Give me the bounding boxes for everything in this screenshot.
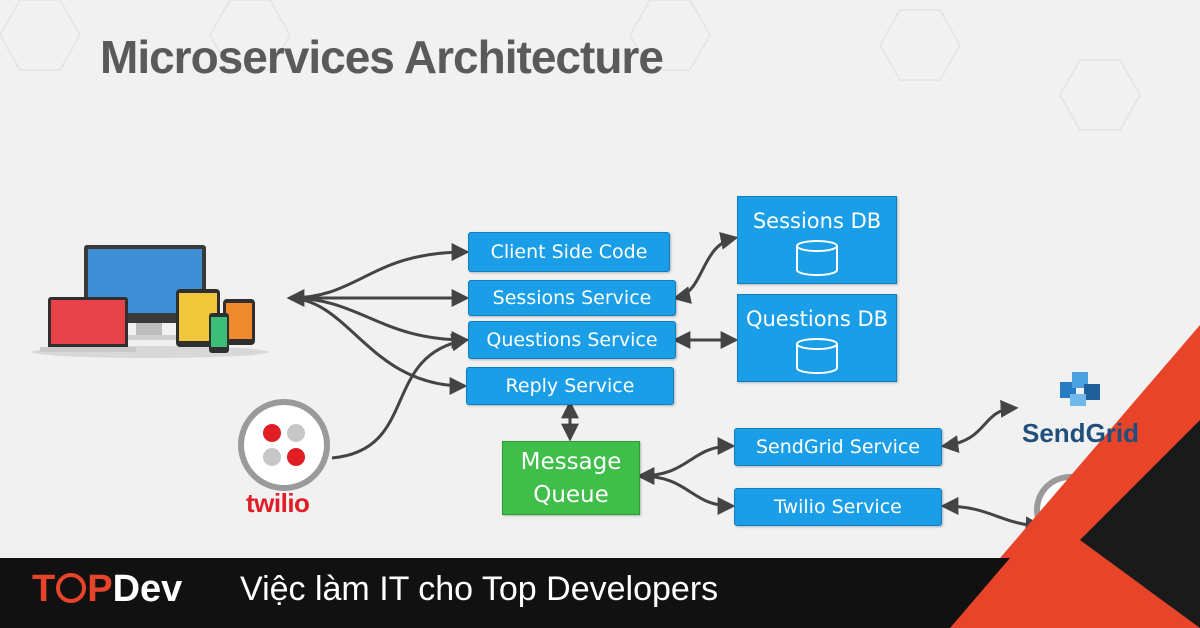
footer-tagline: Việc làm IT cho Top Developers: [240, 570, 719, 608]
sendgrid-logo-icon: [1060, 372, 1100, 406]
brand-letter-t: T: [32, 568, 56, 610]
database-icon: [796, 338, 838, 374]
page-title: Microservices Architecture: [100, 31, 664, 83]
footer-bar: [0, 558, 1010, 628]
twilio-logo-icon: [238, 399, 330, 491]
brand-letter-p: P: [87, 568, 113, 610]
client-side-code-box: Client Side Code: [468, 232, 670, 272]
message-queue-line1: Message: [520, 449, 622, 475]
questions-db-box: Questions DB: [737, 294, 897, 382]
database-icon: [796, 240, 838, 276]
devices-icon: [32, 245, 268, 358]
background-pattern: [0, 0, 1142, 131]
reply-service-box: Reply Service: [466, 367, 674, 405]
message-queue-box: Message Queue: [502, 441, 640, 515]
brand-o-icon: [56, 573, 87, 603]
twilio-logo-text: twilio: [246, 488, 310, 518]
sendgrid-service-box: SendGrid Service: [734, 428, 942, 466]
db-connectors: [561, 232, 1044, 535]
sessions-db-label: Sessions DB: [752, 209, 882, 233]
sendgrid-logo-text: SendGrid: [1022, 418, 1140, 448]
brand-dev: Dev: [112, 568, 183, 610]
twilio-service-box: Twilio Service: [734, 488, 942, 526]
sessions-db-box: Sessions DB: [737, 196, 897, 284]
corner-decoration: [940, 325, 1200, 628]
questions-db-label: Questions DB: [745, 307, 889, 331]
questions-service-box: Questions Service: [468, 321, 676, 359]
device-connectors: [286, 243, 470, 460]
message-queue-line2: Queue: [533, 482, 609, 508]
sessions-service-box: Sessions Service: [468, 280, 676, 316]
